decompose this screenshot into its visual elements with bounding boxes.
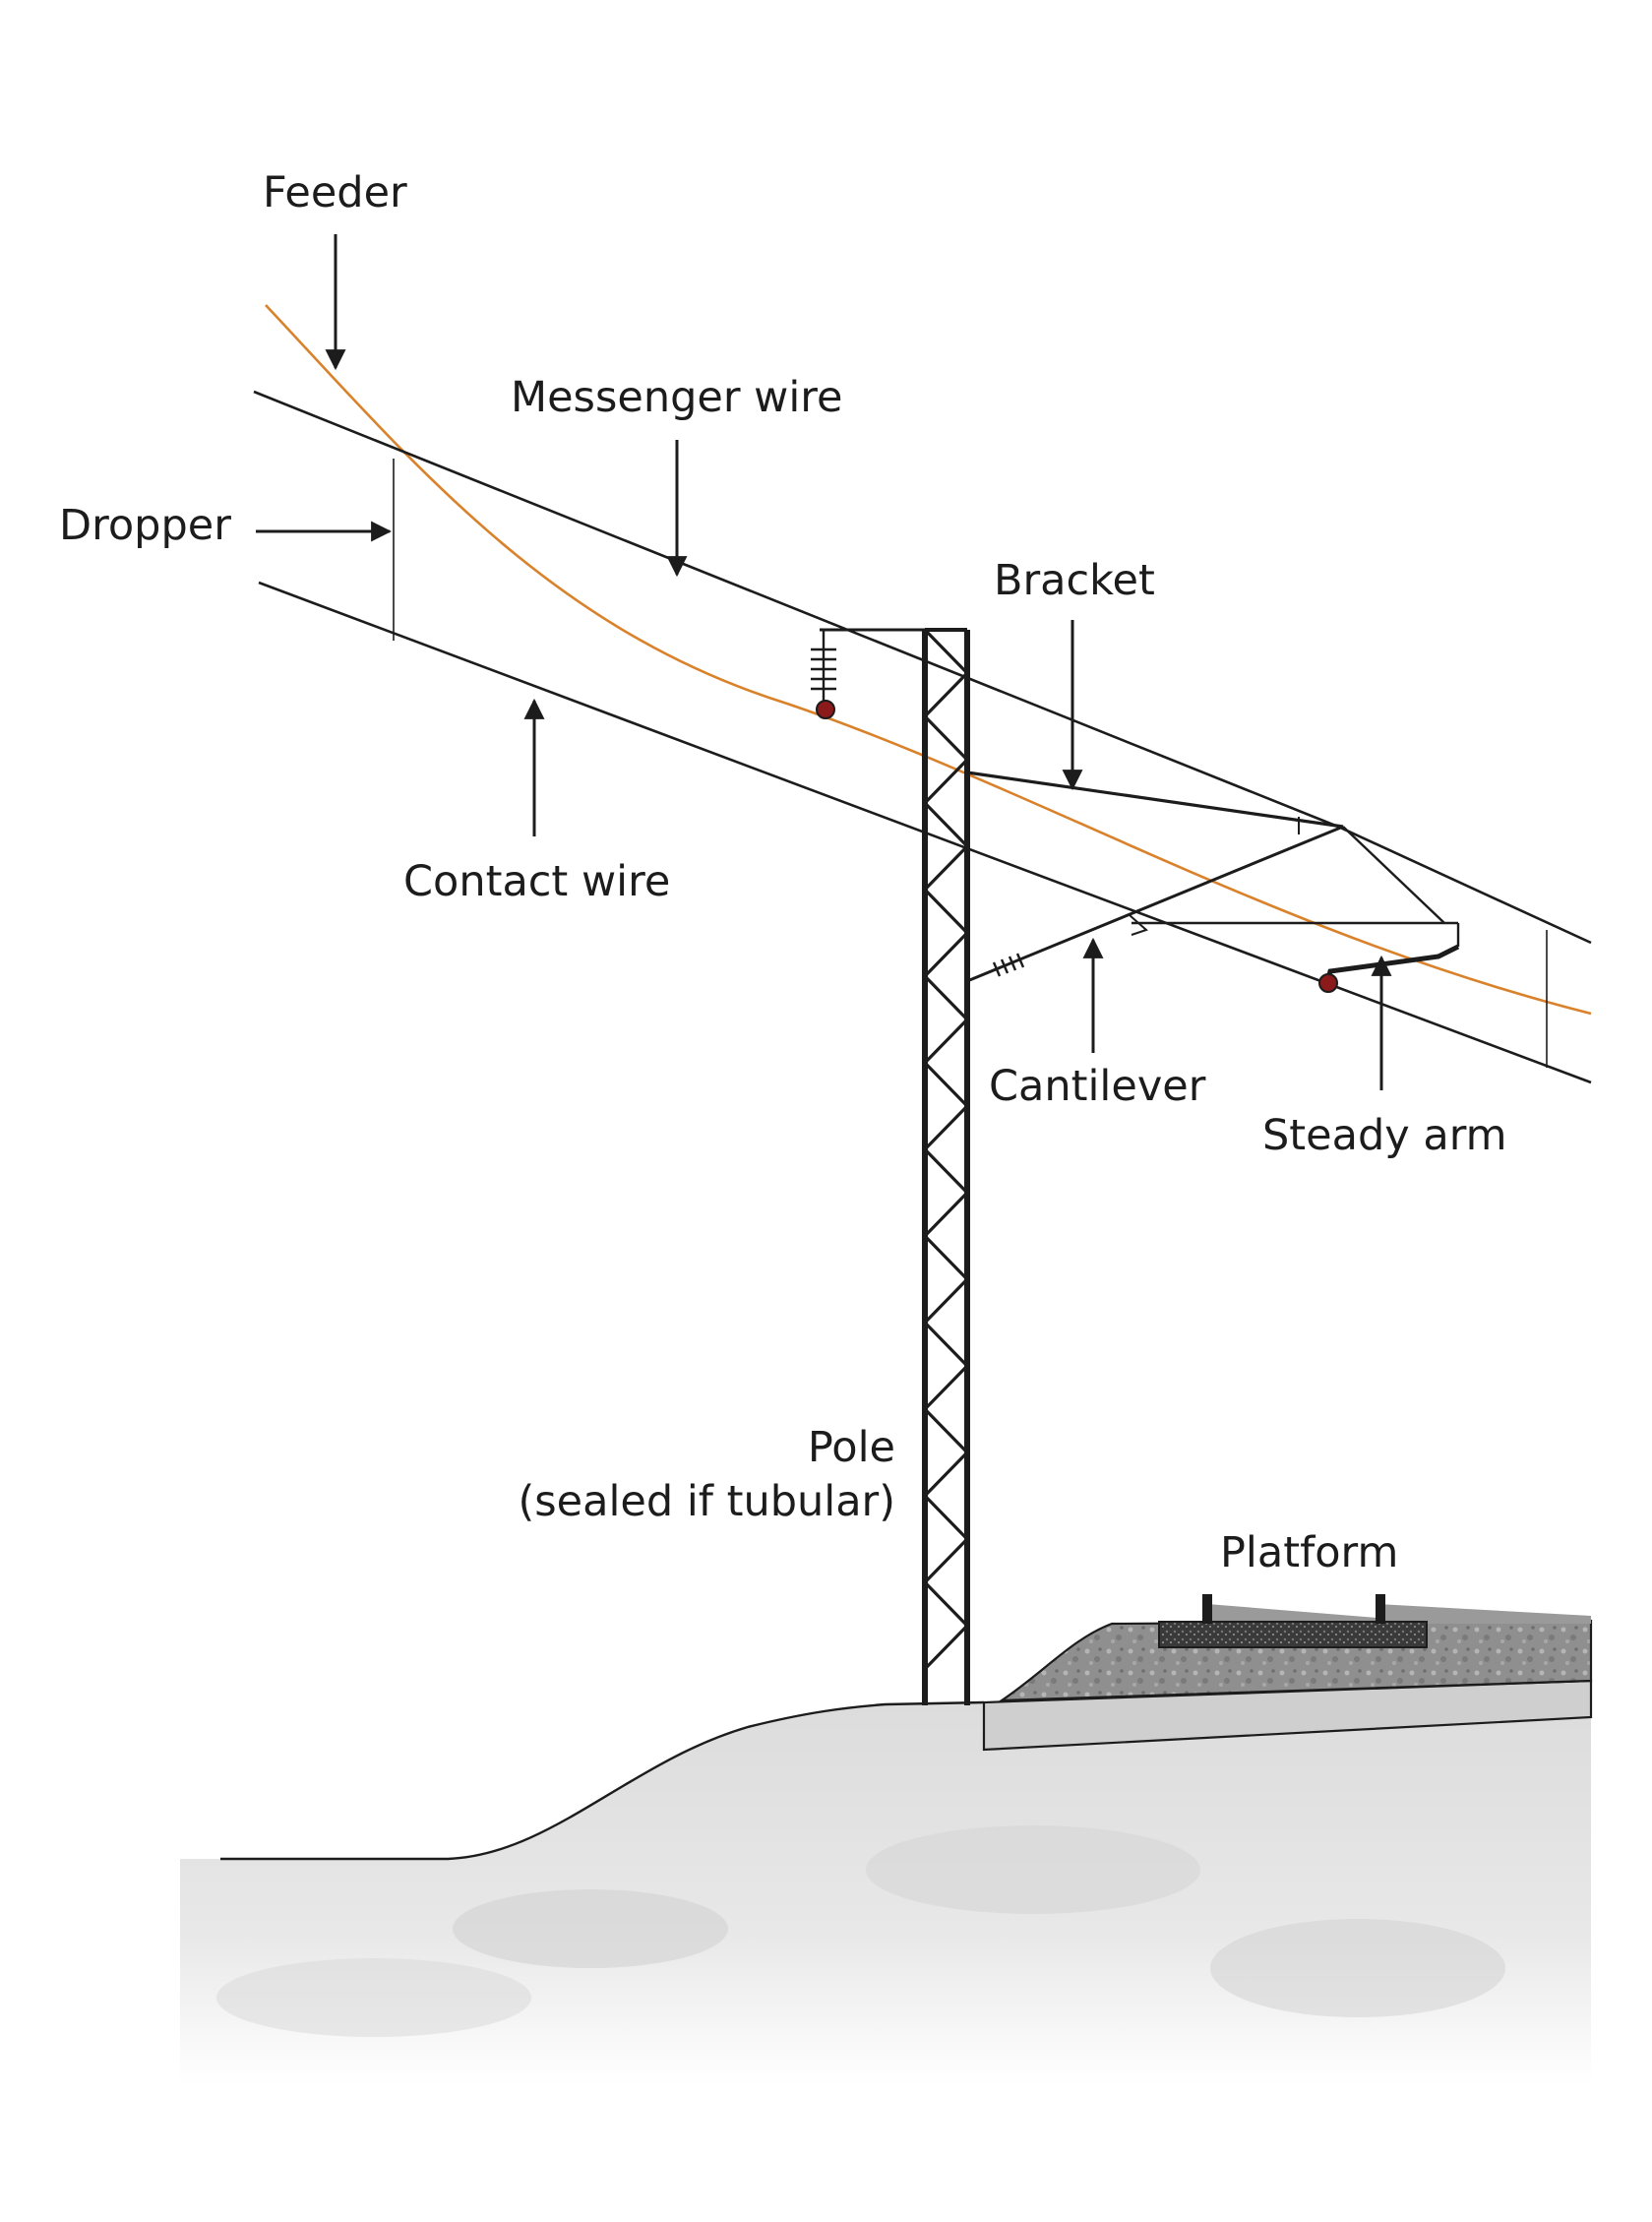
dropper-label: Dropper — [59, 501, 231, 550]
pole-label-subtitle: (sealed if tubular) — [518, 1477, 895, 1526]
bracket — [966, 771, 1344, 834]
messenger-wire-label: Messenger wire — [511, 373, 842, 422]
platform — [1158, 1594, 1591, 1648]
steady-arm-label: Steady arm — [1262, 1111, 1507, 1160]
cantilever-label: Cantilever — [989, 1062, 1206, 1111]
feeder-wire — [265, 304, 1592, 1016]
feeder-label: Feeder — [263, 168, 407, 217]
contact-wire-label: Contact wire — [403, 857, 670, 906]
contact-clamp-dot — [1318, 973, 1338, 993]
bracket-label: Bracket — [994, 556, 1155, 605]
cantilever — [966, 825, 1460, 983]
track-bed — [982, 1619, 1593, 1752]
feeder-clamp-dot — [816, 700, 835, 719]
feeder-support — [811, 628, 925, 719]
ground — [180, 1700, 1591, 2086]
pole-label: Pole — [808, 1423, 895, 1472]
platform-label: Platform — [1220, 1528, 1398, 1577]
pole — [922, 628, 970, 1705]
